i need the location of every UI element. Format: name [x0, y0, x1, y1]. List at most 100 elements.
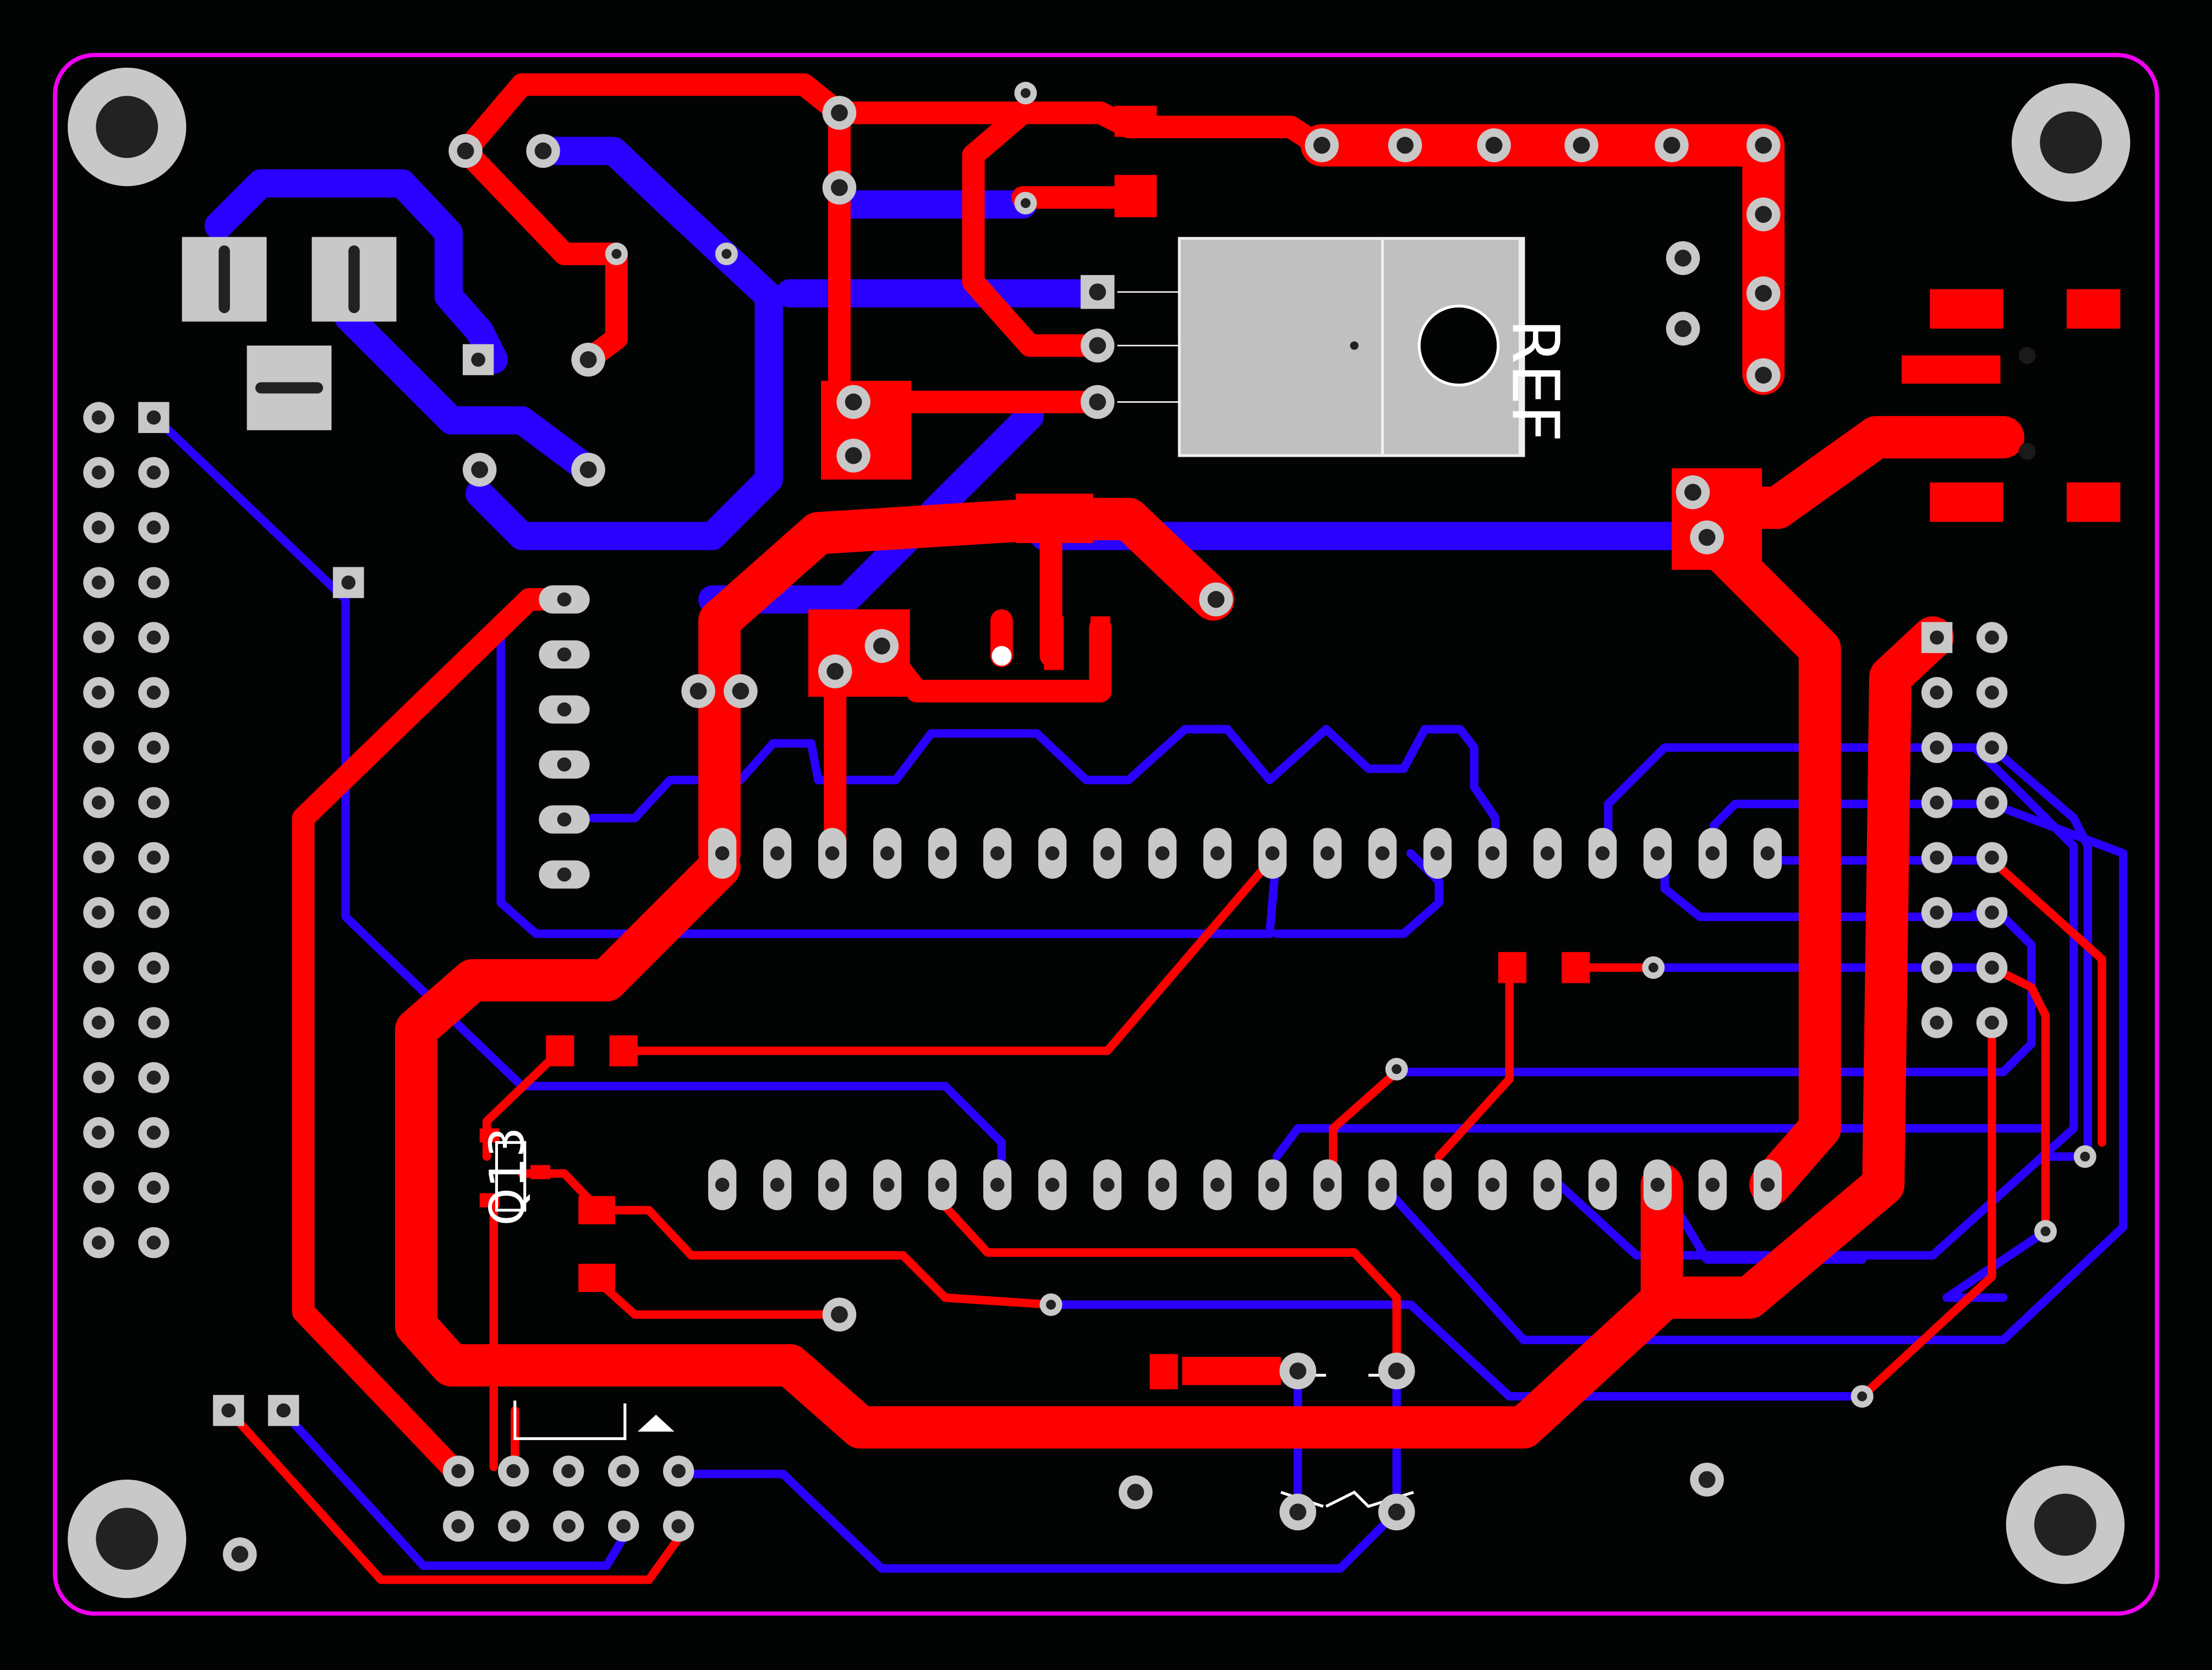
pad-hole: [146, 905, 161, 920]
pad-hole: [1930, 740, 1944, 755]
pin-one-marker: [637, 1415, 675, 1432]
pad-hole: [1684, 484, 1701, 501]
pad-hole: [831, 1306, 848, 1323]
pad-hole: [880, 1178, 895, 1192]
pad-hole: [616, 1464, 631, 1479]
pad-hole: [1155, 846, 1170, 861]
pad-hole: [1089, 337, 1106, 354]
pad-hole: [1155, 1178, 1170, 1192]
pad-hole: [1210, 846, 1225, 861]
pad-hole: [831, 179, 848, 196]
pad-hole: [826, 662, 844, 680]
pad-hole: [146, 685, 161, 700]
jumper-blocks: [182, 237, 397, 430]
pad-hole: [1650, 1178, 1665, 1192]
pad-hole: [732, 682, 749, 700]
pad-hole: [845, 393, 862, 410]
pad-hole: [1089, 393, 1106, 410]
pad-hole: [1020, 198, 1031, 209]
pad-hole: [1985, 960, 1999, 975]
pad-hole: [935, 846, 950, 861]
pad-hole: [990, 846, 1005, 861]
pad-hole: [91, 1235, 106, 1250]
pad-hole: [579, 351, 597, 369]
pad-hole: [689, 682, 707, 700]
pad-hole: [1648, 962, 1658, 973]
pad-hole: [557, 867, 572, 882]
pad-hole: [534, 142, 552, 160]
pad-hole: [1045, 846, 1060, 861]
pad-hole: [825, 846, 840, 861]
voltage-regulator-body: [1117, 237, 1525, 457]
pad-hole: [146, 795, 161, 810]
pad-hole: [91, 575, 106, 590]
pad-hole: [1388, 1503, 1405, 1521]
smd-pads-top: [479, 106, 2121, 1389]
pad-hole: [1265, 846, 1280, 861]
pad-hole: [506, 1464, 521, 1479]
pad-hole: [146, 1180, 161, 1195]
pad-hole: [1573, 136, 1590, 154]
pad-hole: [91, 960, 106, 975]
pad-hole: [506, 1519, 521, 1534]
pad-hole: [1207, 591, 1225, 608]
pad-hole: [146, 740, 161, 755]
pad-hole: [1755, 284, 1772, 302]
through-hole-pads: [83, 81, 2096, 1572]
pad-hole: [91, 1070, 106, 1085]
pad-hole: [146, 575, 161, 590]
pad-hole: [91, 905, 106, 920]
pad-hole: [557, 647, 572, 662]
pad-hole: [146, 1125, 161, 1140]
pad-hole: [873, 637, 890, 655]
pad-hole: [1320, 846, 1335, 861]
pad-hole: [671, 1464, 686, 1479]
pad-hole: [146, 850, 161, 865]
pad-hole: [2040, 1226, 2051, 1236]
pad-hole: [341, 575, 356, 590]
pad-hole: [1930, 630, 1944, 645]
pad-hole: [557, 702, 572, 717]
pad-hole: [146, 1235, 161, 1250]
pad-hole: [1046, 1300, 1056, 1310]
pad-hole: [1100, 846, 1115, 861]
pad-hole: [91, 1015, 106, 1030]
pad-hole: [1485, 136, 1503, 154]
pad-hole: [721, 249, 732, 259]
pad-hole: [935, 1178, 950, 1192]
pad-hole: [1313, 136, 1331, 154]
pad-hole: [770, 846, 785, 861]
pad-hole: [1698, 1471, 1716, 1488]
pad-hole: [451, 1464, 466, 1479]
pad-hole: [2080, 1151, 2090, 1162]
pad-hole: [1930, 1015, 1944, 1030]
pad-hole: [146, 465, 161, 480]
pad-hole: [1930, 960, 1944, 975]
board-outline: [53, 53, 2159, 1616]
pad-hole: [1388, 1362, 1405, 1379]
pad-hole: [1705, 1178, 1720, 1192]
pad-hole: [990, 1178, 1005, 1192]
pad-hole: [1985, 740, 1999, 755]
pad-hole: [146, 410, 161, 425]
pad-hole: [557, 592, 572, 607]
pad-hole: [1210, 1178, 1225, 1192]
pad-hole: [1265, 1178, 1280, 1192]
pad-hole: [1089, 283, 1106, 300]
polarity-marks: [2018, 347, 2036, 460]
pad-hole: [1430, 1178, 1445, 1192]
pad-hole: [1100, 1178, 1115, 1192]
pad-hole: [1397, 136, 1414, 154]
pad-hole: [611, 249, 622, 259]
pad-hole: [825, 1178, 840, 1192]
pad-hole: [91, 685, 106, 700]
pad-hole: [146, 520, 161, 535]
pad-hole: [91, 520, 106, 535]
pad-hole: [1540, 846, 1555, 861]
pad-hole: [1430, 846, 1445, 861]
pad-hole: [1755, 366, 1772, 384]
pad-hole: [146, 1070, 161, 1085]
pad-hole: [221, 1403, 236, 1418]
pad-hole: [91, 850, 106, 865]
pad-hole: [579, 461, 597, 478]
